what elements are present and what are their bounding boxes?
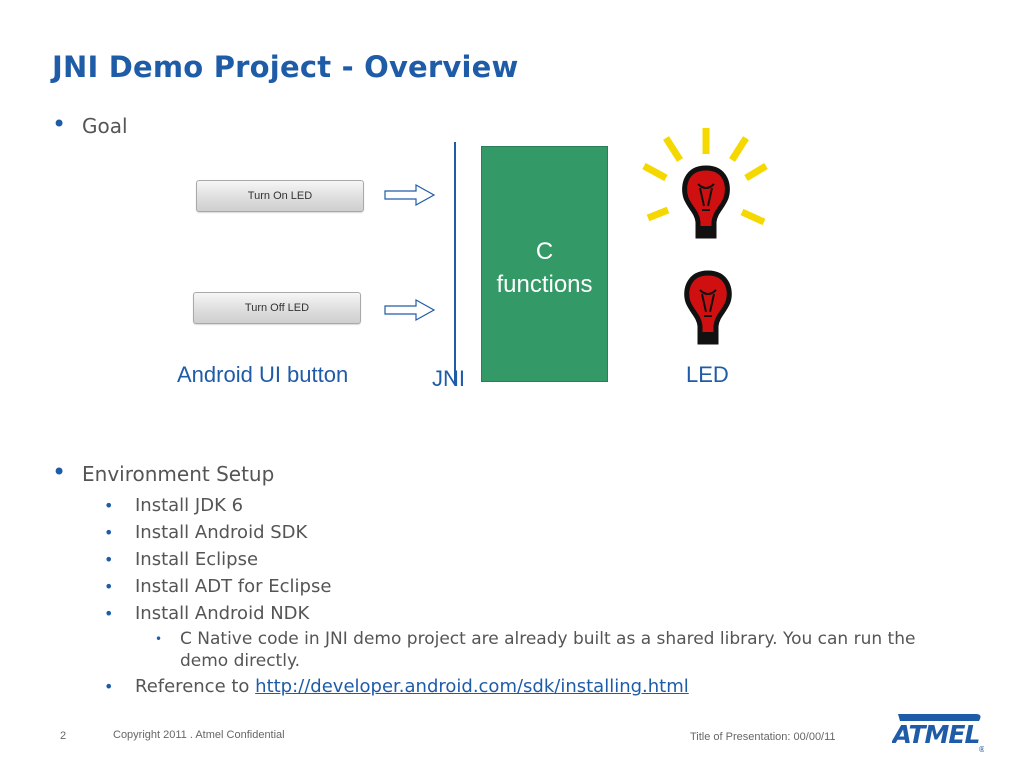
bullet-dot: • [104, 604, 114, 623]
arrow-right-icon [384, 183, 436, 207]
presentation-title: Title of Presentation: 00/00/11 [690, 731, 836, 743]
list-item: •Install Eclipse [104, 546, 331, 573]
list-item: •Install JDK 6 [104, 492, 331, 519]
bullet-dot: • [104, 677, 114, 696]
ndk-note: • C Native code in JNI demo project are … [155, 628, 960, 672]
list-item: •Install ADT for Eclipse [104, 573, 331, 600]
jni-label: JNI [432, 366, 465, 391]
setup-steps-list: •Install JDK 6 •Install Android SDK •Ins… [104, 492, 331, 627]
page-number: 2 [60, 730, 67, 742]
bullet-dot: • [104, 523, 114, 542]
copyright-text: Copyright 2011 . Atmel Confidential [113, 729, 285, 741]
registered-mark: ® [978, 745, 984, 754]
lightbulb-lit-icon [642, 128, 768, 239]
bullet-goal-text: Goal [82, 114, 128, 138]
list-item: •Install Android NDK [104, 600, 331, 627]
lightbulb-icon [684, 270, 732, 345]
android-ui-button-label: Android UI button [177, 362, 349, 387]
reference-link[interactable]: http://developer.android.com/sdk/install… [255, 676, 689, 697]
bullet-goal: • Goal [52, 110, 128, 138]
reference-item: • Reference to http://developer.android.… [104, 673, 689, 700]
bullet-dot: • [52, 458, 67, 486]
turn-off-led-button-label: Turn Off LED [244, 302, 310, 314]
logo-text: ATMEL [892, 720, 980, 749]
ndk-note-text: C Native code in JNI demo project are al… [180, 629, 916, 671]
turn-on-led-button-label: Turn On LED [247, 190, 313, 202]
bullet-dot: • [155, 632, 163, 646]
c-functions-box: C functions [481, 146, 608, 382]
bullet-environment-setup-text: Environment Setup [82, 462, 275, 486]
turn-on-led-button[interactable]: Turn On LED [196, 180, 364, 212]
arrow-right-icon [384, 298, 436, 322]
bullet-dot: • [104, 577, 114, 596]
bullet-dot: • [104, 550, 114, 569]
atmel-logo: ATMEL ® [892, 714, 984, 754]
led-label: LED [686, 362, 729, 387]
list-item: •Install Android SDK [104, 519, 331, 546]
bullet-dot: • [52, 110, 67, 138]
jni-boundary-line [454, 142, 456, 384]
turn-off-led-button[interactable]: Turn Off LED [193, 292, 361, 324]
slide-title: JNI Demo Project - Overview [52, 50, 519, 84]
c-functions-label: C functions [496, 238, 593, 298]
reference-prefix: Reference to [135, 676, 256, 697]
bullet-dot: • [104, 496, 114, 515]
bullet-environment-setup: • Environment Setup [52, 458, 275, 486]
